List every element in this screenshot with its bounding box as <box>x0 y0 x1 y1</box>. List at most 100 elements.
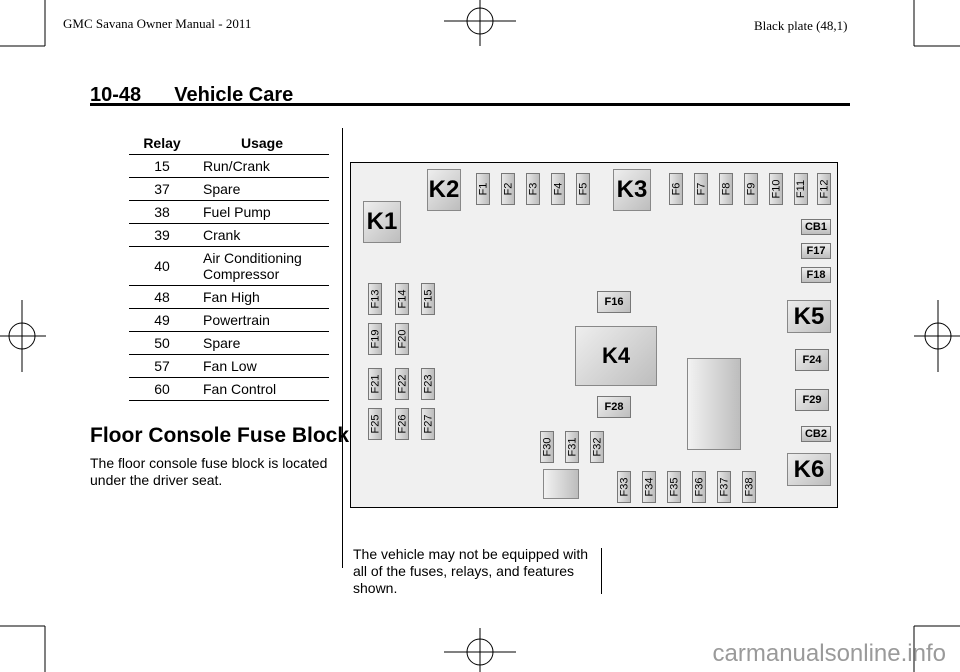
relay-number: 57 <box>129 354 195 378</box>
fuse-f38: F38 <box>742 471 756 503</box>
fuse-f17: F17 <box>801 243 831 259</box>
fuse-f5: F5 <box>576 173 590 205</box>
registration-target-top <box>444 0 516 50</box>
fuse-f26: F26 <box>395 408 409 440</box>
relay-number: 48 <box>129 285 195 309</box>
relay-number: 39 <box>129 223 195 247</box>
relay-usage: Fuel Pump <box>195 200 329 224</box>
page-number: 10-48 <box>90 84 142 106</box>
breaker-cb2: CB2 <box>801 426 831 442</box>
fuse-f10: F10 <box>769 173 783 205</box>
fuse-f28: F28 <box>597 396 631 418</box>
fuse-f2: F2 <box>501 173 515 205</box>
relay-usage: Fan Control <box>195 377 329 401</box>
fuse-f31: F31 <box>565 431 579 463</box>
fuse-f32: F32 <box>590 431 604 463</box>
small-connector-block <box>543 469 579 499</box>
fuse-f12: F12 <box>817 173 831 205</box>
fuse-f20: F20 <box>395 323 409 355</box>
column-header-relay: Relay <box>129 132 195 155</box>
intro-paragraph: The floor console fuse block is located … <box>90 455 328 488</box>
relay-usage: Air Conditioning Compressor <box>195 246 329 286</box>
fuse-f16: F16 <box>597 291 631 313</box>
relay-k5: K5 <box>787 300 831 333</box>
fuse-f30: F30 <box>540 431 554 463</box>
relay-usage: Fan High <box>195 285 329 309</box>
fuse-block-diagram: K1 K2 K3 K4 K5 K6 F1 F2 F3 F4 F5 F6 F7 F… <box>350 162 838 508</box>
relay-usage: Powertrain <box>195 308 329 332</box>
relay-number: 50 <box>129 331 195 355</box>
relay-k4: K4 <box>575 326 657 386</box>
fuse-f4: F4 <box>551 173 565 205</box>
connector-block <box>687 358 741 450</box>
fuse-f24: F24 <box>795 349 829 371</box>
fuse-f23: F23 <box>421 368 435 400</box>
section-name: Vehicle Care <box>174 84 294 106</box>
fuse-f14: F14 <box>395 283 409 315</box>
print-header-left: GMC Savana Owner Manual - 2011 <box>63 16 252 31</box>
column-divider-bottom <box>601 548 602 594</box>
registration-target-right <box>910 300 960 372</box>
fuse-f25: F25 <box>368 408 382 440</box>
registration-target-left <box>0 300 50 372</box>
fuse-f15: F15 <box>421 283 435 315</box>
section-title: Floor Console Fuse Block <box>90 424 350 447</box>
relay-k2: K2 <box>427 169 461 211</box>
relay-number: 60 <box>129 377 195 401</box>
fuse-f21: F21 <box>368 368 382 400</box>
column-divider <box>342 128 343 568</box>
fuse-f34: F34 <box>642 471 656 503</box>
fuse-f7: F7 <box>694 173 708 205</box>
table-header-row: Relay Usage <box>129 132 329 155</box>
relay-number: 49 <box>129 308 195 332</box>
relay-number: 40 <box>129 246 195 286</box>
fuse-f11: F11 <box>794 173 808 205</box>
print-header-right: Black plate (48,1) <box>754 18 848 33</box>
relay-usage: Spare <box>195 177 329 201</box>
relay-k1: K1 <box>363 201 401 243</box>
relay-number: 15 <box>129 154 195 178</box>
registration-target-bottom <box>444 624 516 672</box>
relay-usage: Fan Low <box>195 354 329 378</box>
crop-mark-bottom-left <box>0 612 60 672</box>
relay-usage: Crank <box>195 223 329 247</box>
relay-number: 38 <box>129 200 195 224</box>
fuse-f22: F22 <box>395 368 409 400</box>
crop-mark-bottom-right <box>900 612 960 672</box>
column-header-usage: Usage <box>195 132 329 155</box>
relay-usage: Spare <box>195 331 329 355</box>
fuse-f13: F13 <box>368 283 382 315</box>
fuse-f35: F35 <box>667 471 681 503</box>
fuse-f3: F3 <box>526 173 540 205</box>
relay-k6: K6 <box>787 453 831 486</box>
fuse-f1: F1 <box>476 173 490 205</box>
crop-mark-top-right <box>900 0 960 60</box>
fuse-f33: F33 <box>617 471 631 503</box>
crop-mark-top-left <box>0 0 60 60</box>
fuse-f37: F37 <box>717 471 731 503</box>
fuse-f6: F6 <box>669 173 683 205</box>
fuse-f19: F19 <box>368 323 382 355</box>
breaker-cb1: CB1 <box>801 219 831 235</box>
relay-usage: Run/Crank <box>195 154 329 178</box>
fuse-f18: F18 <box>801 267 831 283</box>
page-heading: 10-48 Vehicle Care <box>90 84 293 107</box>
equipment-note: The vehicle may not be equipped with all… <box>353 546 589 596</box>
relay-number: 37 <box>129 177 195 201</box>
fuse-f8: F8 <box>719 173 733 205</box>
heading-rule <box>90 103 850 106</box>
fuse-f9: F9 <box>744 173 758 205</box>
fuse-f36: F36 <box>692 471 706 503</box>
fuse-f29: F29 <box>795 389 829 411</box>
